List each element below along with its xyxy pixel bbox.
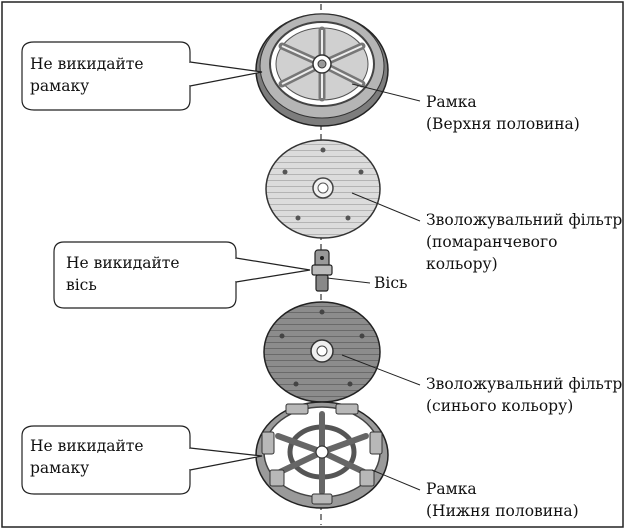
filter-orange xyxy=(266,140,380,238)
frame-top-half xyxy=(256,14,388,126)
callout-1-line-1: Не викидайте xyxy=(30,55,144,73)
callout-2-line-1: Не викидайте xyxy=(66,254,180,272)
filter-blue xyxy=(264,302,380,402)
callout-dont-discard-axis: Не викидайте вісь xyxy=(54,242,310,308)
callout-3-line-2: рамаку xyxy=(30,459,89,477)
label-filter-blue-line-2: (синього кольору) xyxy=(426,397,573,415)
label-filter-orange-line-1: Зволожувальний фільтр xyxy=(426,211,622,229)
label-filter-orange-line-2: (помаранчевого xyxy=(426,233,557,251)
axis-part xyxy=(312,250,332,291)
callout-1-line-2: рамаку xyxy=(30,77,89,95)
label-frame-top-line-1: Рамка xyxy=(426,93,477,111)
label-frame-bottom-line-1: Рамка xyxy=(426,480,477,498)
label-filter-blue-line-1: Зволожувальний фільтр xyxy=(426,375,622,393)
callout-3-line-1: Не викидайте xyxy=(30,437,144,455)
frame-bottom-half xyxy=(256,402,388,508)
label-filter-orange-line-3: кольору) xyxy=(426,255,498,273)
callout-dont-discard-frame-top: Не викидайте рамаку xyxy=(22,42,262,110)
label-frame-top-line-2: (Верхня половина) xyxy=(426,115,580,133)
label-axis: Вісь xyxy=(374,274,407,292)
callout-dont-discard-frame-bottom: Не викидайте рамаку xyxy=(22,426,262,494)
callout-2-line-2: вісь xyxy=(66,276,97,294)
label-frame-bottom-line-2: (Нижня половина) xyxy=(426,502,579,520)
